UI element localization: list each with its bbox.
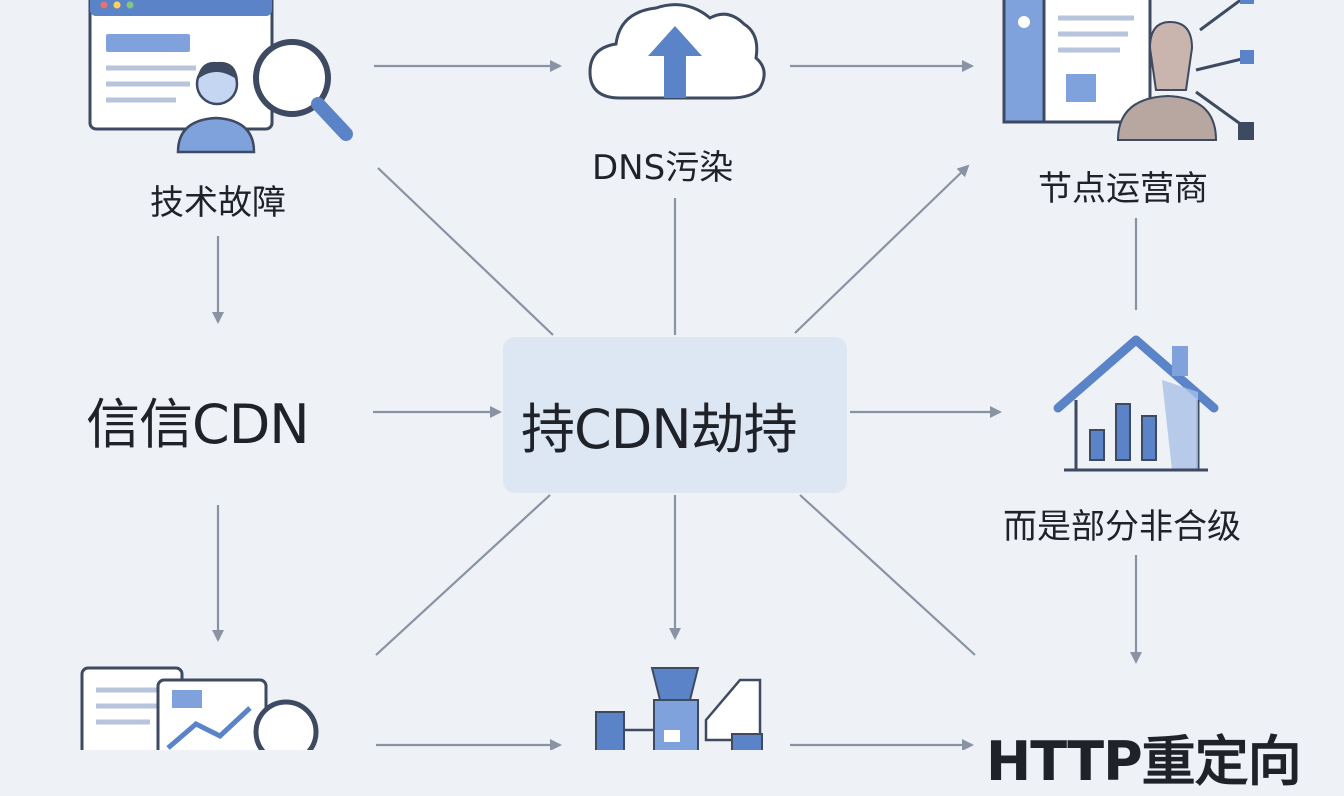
- line-center-to-bottom-right: [799, 494, 976, 656]
- arrow-center-to-operator: [794, 164, 970, 334]
- cloud-upload-icon: [588, 3, 766, 100]
- node-non-compliant-label: 而是部分非合级: [1003, 507, 1241, 547]
- line-center-to-bottom-left: [375, 494, 551, 656]
- node-http-redirect-label: HTTP重定向: [986, 730, 1302, 793]
- node-dns-pollution-label: DNS污染: [592, 148, 734, 188]
- diagram-canvas: [80, 0, 1254, 750]
- browser-user-magnifier-icon: [88, 0, 353, 154]
- server-person-network-icon: [1002, 0, 1254, 141]
- center-node-label: 持CDN劫持: [521, 398, 798, 461]
- node-operator-label: 节点运营商: [1038, 169, 1208, 209]
- network-devices-icon: [595, 667, 763, 750]
- node-xinxin-cdn-label: 信信CDN: [86, 393, 310, 456]
- house-bar-chart-icon: [1053, 335, 1219, 472]
- center-node-box: [503, 337, 847, 493]
- line-tech-to-center: [377, 167, 554, 336]
- document-chart-magnifier-icon: [80, 666, 319, 750]
- node-tech-failure-label: 技术故障: [150, 183, 286, 223]
